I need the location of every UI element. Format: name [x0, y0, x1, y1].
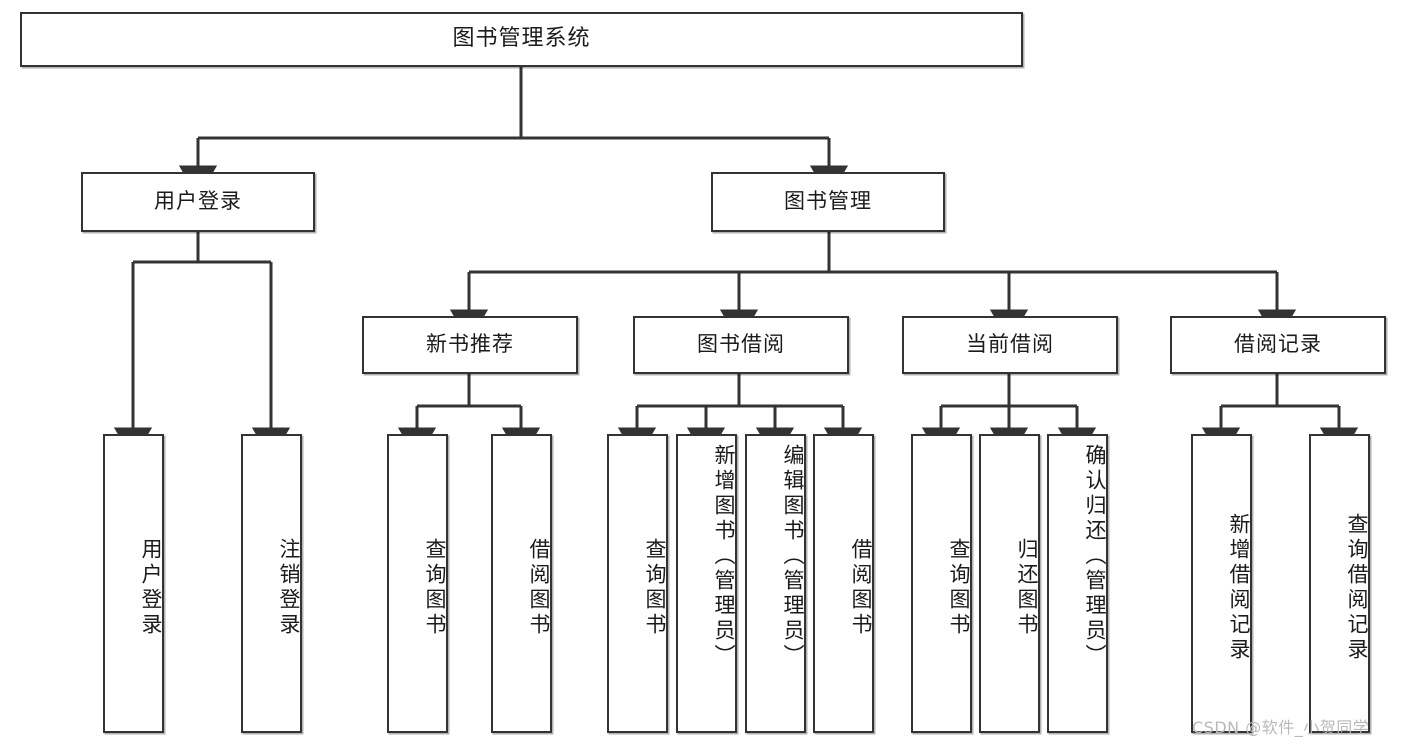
node-leaf-logout-login-label: 注销登录 — [277, 537, 301, 638]
node-book-manage[interactable]: 图书管理 — [711, 172, 945, 232]
node-leaf-user-login-label: 用户登录 — [139, 537, 163, 638]
node-leaf-add-book-label: 新增图书（管理员） — [712, 444, 736, 669]
node-borrow-record[interactable]: 借阅记录 — [1170, 316, 1386, 374]
node-book-borrow-label: 图书借阅 — [697, 332, 785, 357]
node-leaf-edit-book-label: 编辑图书（管理员） — [781, 444, 805, 669]
node-leaf-query-book-2-label: 查询图书 — [643, 537, 667, 638]
watermark: CSDN @软件_小贺同学 — [1192, 718, 1370, 737]
node-leaf-return-book-label: 归还图书 — [1015, 537, 1039, 638]
node-root-label: 图书管理系统 — [452, 26, 591, 52]
node-new-book-recommend[interactable]: 新书推荐 — [362, 316, 578, 374]
node-leaf-borrow-book-1[interactable]: 借阅图书 — [491, 434, 552, 733]
node-leaf-borrow-book-2-label: 借阅图书 — [849, 537, 873, 638]
node-new-book-recommend-label: 新书推荐 — [426, 332, 514, 357]
node-leaf-logout-login[interactable]: 注销登录 — [241, 434, 302, 733]
node-leaf-add-record[interactable]: 新增借阅记录 — [1191, 434, 1252, 733]
node-leaf-user-login[interactable]: 用户登录 — [103, 434, 164, 733]
node-leaf-edit-book[interactable]: 编辑图书（管理员） — [745, 434, 806, 733]
node-leaf-borrow-book-2[interactable]: 借阅图书 — [813, 434, 874, 733]
node-current-borrow-label: 当前借阅 — [966, 332, 1054, 357]
node-leaf-query-book-1[interactable]: 查询图书 — [387, 434, 448, 733]
node-leaf-query-book-2[interactable]: 查询图书 — [607, 434, 668, 733]
node-root[interactable]: 图书管理系统 — [20, 12, 1023, 67]
node-leaf-query-record[interactable]: 查询借阅记录 — [1309, 434, 1370, 733]
node-leaf-query-record-label: 查询借阅记录 — [1345, 512, 1369, 663]
node-book-borrow[interactable]: 图书借阅 — [633, 316, 849, 374]
node-user-login-label: 用户登录 — [154, 189, 242, 214]
node-book-manage-label: 图书管理 — [784, 189, 872, 214]
node-leaf-borrow-book-1-label: 借阅图书 — [527, 537, 551, 638]
node-leaf-confirm-return[interactable]: 确认归还（管理员） — [1047, 434, 1108, 733]
node-leaf-confirm-return-label: 确认归还（管理员） — [1083, 444, 1107, 669]
node-leaf-add-record-label: 新增借阅记录 — [1227, 512, 1251, 663]
node-leaf-query-book-1-label: 查询图书 — [423, 537, 447, 638]
node-leaf-return-book[interactable]: 归还图书 — [979, 434, 1040, 733]
node-leaf-query-book-3[interactable]: 查询图书 — [911, 434, 972, 733]
node-leaf-add-book[interactable]: 新增图书（管理员） — [676, 434, 737, 733]
node-borrow-record-label: 借阅记录 — [1234, 332, 1322, 357]
node-leaf-query-book-3-label: 查询图书 — [947, 537, 971, 638]
node-current-borrow[interactable]: 当前借阅 — [902, 316, 1118, 374]
node-user-login[interactable]: 用户登录 — [81, 172, 315, 232]
